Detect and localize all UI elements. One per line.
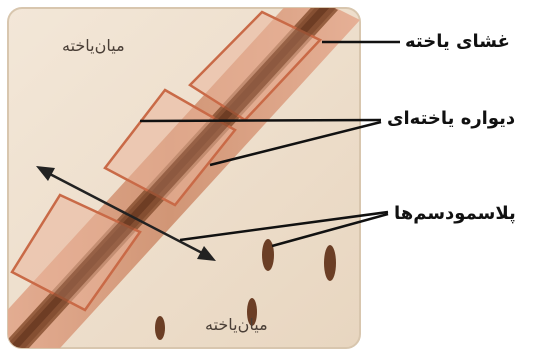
plasmodesma-2 <box>324 245 336 281</box>
cell-wall-label: دیواره یاخته‌ای <box>387 108 515 129</box>
plasmodesma-4 <box>155 316 165 340</box>
cytoplasm-label-bottom: میان‌یاخته <box>205 315 268 334</box>
cytoplasm-label-top: میان‌یاخته <box>62 36 125 55</box>
leader-wall-1 <box>140 120 381 121</box>
plasmodesma-1 <box>262 239 274 271</box>
plasmodesmata-label: پلاسمودسم‌ها <box>394 203 516 224</box>
cell-membrane-label: غشای یاخته <box>405 31 510 52</box>
